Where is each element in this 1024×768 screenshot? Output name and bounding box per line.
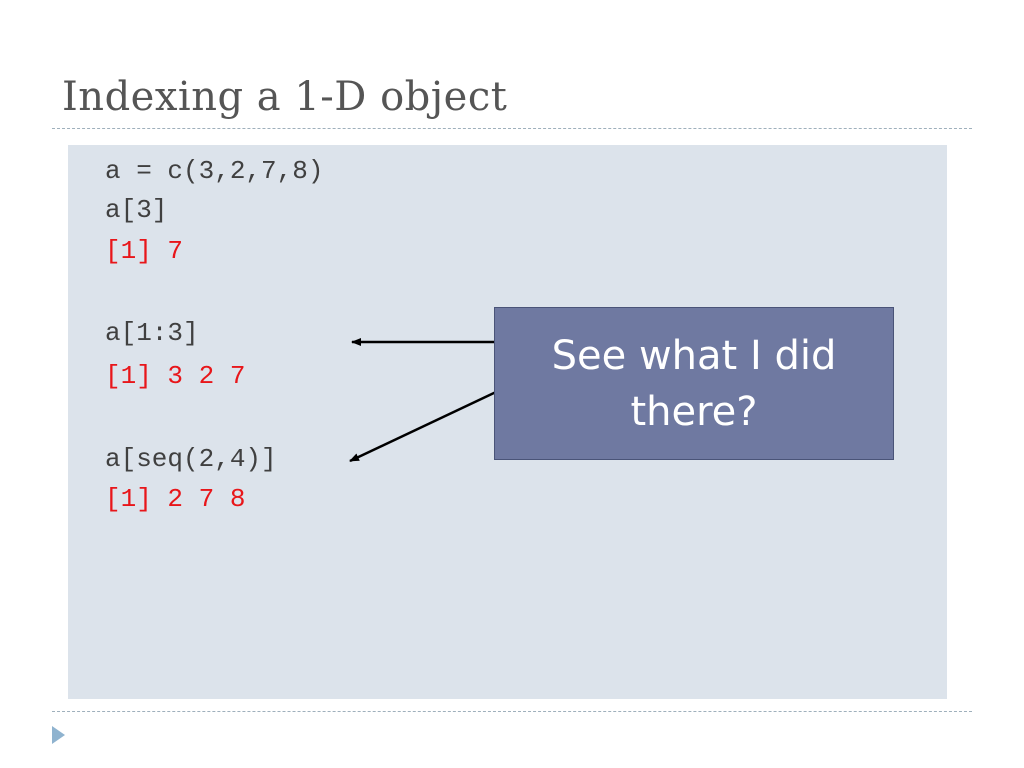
callout-box: See what I did there? [494, 307, 894, 460]
triangle-bullet-icon [52, 726, 65, 744]
code-line-index-3: a[3] [105, 195, 168, 225]
callout-text: See what I did there? [551, 332, 837, 435]
code-line-index-range: a[1:3] [105, 318, 199, 348]
title-divider [52, 128, 972, 129]
code-output-index-seq: [1] 2 7 8 [105, 484, 246, 514]
code-line-index-seq: a[seq(2,4)] [105, 444, 277, 474]
code-output-index-3: [1] 7 [105, 236, 184, 266]
slide-title: Indexing a 1-D object [62, 74, 508, 120]
code-line-assign: a = c(3,2,7,8) [105, 156, 324, 186]
footer-divider [52, 711, 972, 712]
arrow-left-icon [349, 390, 497, 463]
code-output-index-range: [1] 3 2 7 [105, 361, 246, 391]
